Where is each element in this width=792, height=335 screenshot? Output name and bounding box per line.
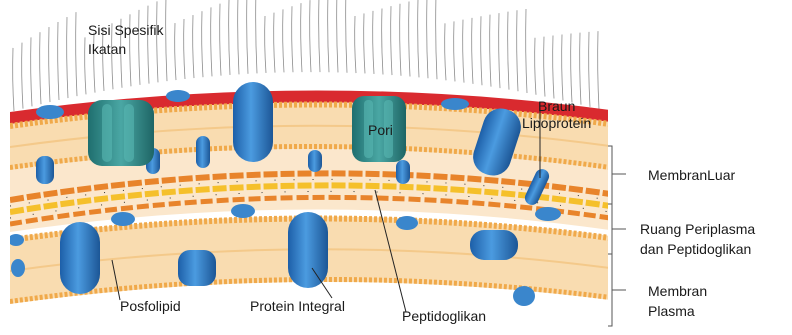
lps-chain [346, 0, 347, 73]
lps-chain [265, 16, 266, 73]
lps-chain [328, 0, 329, 72]
lps-chain [256, 0, 257, 73]
label-outer-membrane: MembranLuar [648, 167, 735, 183]
lps-chain [40, 32, 41, 104]
periplasmic-protein [111, 212, 135, 226]
small-protein [513, 286, 535, 306]
lps-chain [310, 0, 311, 72]
lps-chain [13, 48, 14, 111]
label-binding-site-line1: Sisi Spesifik [88, 22, 163, 38]
lps-chain [598, 31, 599, 109]
lps-chain [58, 22, 59, 100]
label-braun-line2: Lipoprotein [522, 115, 591, 131]
lps-chain [382, 8, 383, 74]
lps-chain [76, 12, 77, 96]
lps-chain [526, 9, 527, 93]
lps-chain [418, 0, 419, 77]
lps-chain [463, 20, 464, 83]
small-protein [196, 136, 210, 168]
outer-membrane-protein [233, 82, 273, 162]
lps-chain [49, 27, 50, 102]
lps-chain [373, 11, 374, 74]
lps-chain [427, 0, 428, 78]
lps-chain [337, 0, 338, 72]
lps-chain [220, 4, 221, 76]
lps-chain [589, 32, 590, 107]
lps-chain [391, 6, 392, 75]
lps-chain [166, 0, 167, 81]
lps-chain [544, 37, 545, 97]
lps-chain [364, 13, 365, 73]
lps-chain [319, 0, 320, 72]
periplasmic-protein [8, 234, 24, 246]
small-protein [396, 160, 410, 184]
label-braun-line1: Braun [538, 98, 575, 114]
lps-chain [490, 15, 491, 87]
lps-chain [553, 35, 554, 98]
label-periplasm-line1: Ruang Periplasma [640, 221, 755, 237]
lps-chain [508, 12, 509, 90]
small-protein [36, 156, 54, 184]
lps-chain [436, 0, 437, 79]
section-brackets [608, 146, 626, 326]
lps-chain [229, 0, 230, 75]
lps-chain [175, 23, 176, 80]
lps-chain [247, 0, 248, 74]
lps-chain [472, 18, 473, 84]
lps-chain [517, 10, 518, 91]
label-plasma-line1: Membran [648, 283, 707, 299]
small-protein [36, 105, 64, 119]
lps-chain [238, 0, 239, 74]
periplasmic-protein [396, 216, 418, 230]
lps-chain [22, 43, 23, 109]
lps-chain [409, 2, 410, 77]
label-periplasm-line2: dan Peptidoglikan [640, 241, 751, 257]
label-binding-site-line2: Ikatan [88, 41, 126, 57]
lps-chain [454, 21, 455, 81]
small-protein [166, 90, 190, 102]
label-plasma-line2: Plasma [648, 303, 695, 319]
lps-chain [400, 4, 401, 76]
periplasmic-protein [231, 204, 255, 218]
lps-chain [148, 6, 149, 84]
lps-chain [193, 15, 194, 78]
lps-chain [499, 13, 500, 88]
lps-chain [292, 6, 293, 72]
integral-protein [178, 250, 216, 286]
integral-protein [470, 230, 518, 260]
lps-chain [85, 37, 86, 94]
label-pore: Pori [368, 122, 393, 138]
integral-protein [288, 212, 328, 288]
lps-chain [67, 17, 68, 98]
porin-left [88, 100, 154, 166]
lps-chain [274, 13, 275, 73]
label-integral-protein: Protein Integral [250, 298, 345, 314]
lps-chain [301, 3, 302, 72]
lps-chain [445, 23, 446, 80]
lps-chain [202, 11, 203, 77]
small-protein [441, 98, 469, 110]
lps-chain [157, 1, 158, 82]
lps-chain [355, 16, 356, 73]
periplasmic-protein [535, 207, 561, 221]
lps-chain [580, 33, 581, 105]
lps-chain [535, 38, 536, 95]
lps-chain [31, 37, 32, 106]
lps-chain [211, 7, 212, 76]
lps-chain [571, 34, 572, 103]
lps-chain [481, 16, 482, 85]
label-peptidoglycan: Peptidoglikan [402, 308, 486, 324]
integral-protein [60, 222, 100, 294]
lps-chain [283, 9, 284, 72]
lps-chain [562, 34, 563, 100]
small-protein [11, 259, 25, 277]
label-phospholipid: Posfolipid [120, 298, 181, 314]
small-protein [308, 150, 322, 172]
lps-chain [184, 19, 185, 79]
